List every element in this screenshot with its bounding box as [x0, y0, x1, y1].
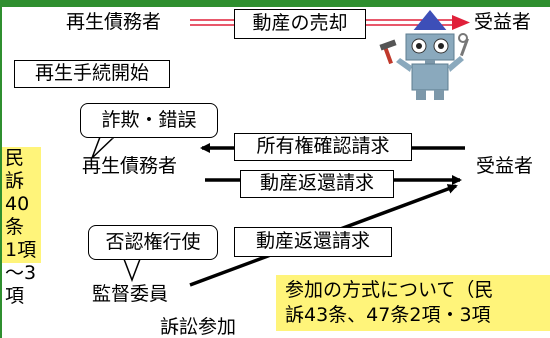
debtor-label: 再生債務者 [82, 155, 178, 177]
bubble-denial-tail [122, 258, 142, 283]
participation-method-note: 参加の方式について（民 訴43条、47条2項・3項 [276, 275, 550, 331]
robot-illustration [379, 10, 469, 100]
denial-bubble: 否認権行使 [88, 225, 218, 260]
sidenote-line: 40条 [5, 193, 30, 238]
procedure-start-box: 再生手続開始 [14, 60, 170, 88]
left-border [0, 7, 2, 338]
top-debtor-label: 再生債務者 [66, 11, 162, 33]
supervisor-label: 監督委員 [92, 283, 169, 305]
note-line-1: 参加の方式について（民 [285, 279, 494, 301]
sidenote-line: 項 [5, 285, 25, 307]
debtor-return-claim-box: 動産返還請求 [240, 170, 394, 198]
top-beneficiary-label: 受益者 [474, 11, 532, 33]
participation-label: 訴訟参加 [160, 316, 237, 338]
sidenote-line: 1項 [5, 239, 37, 261]
sidenote-line: ～3 [5, 262, 37, 284]
fraud-bubble: 詐欺・錯誤 [80, 103, 218, 138]
sale-box: 動産の売却 [234, 9, 366, 39]
beneficiary-label: 受益者 [476, 155, 534, 177]
top-border [0, 0, 550, 7]
note-line-2: 訴43条、47条2項・3項 [285, 304, 491, 326]
supervisor-return-claim-box: 動産返還請求 [234, 227, 392, 257]
ownership-claim-box: 所有権確認請求 [234, 133, 412, 161]
sidenote-line: 民訴 [5, 147, 25, 192]
civil-procedure-note: 民訴 40条 1項 ～3 項 [2, 147, 41, 307]
